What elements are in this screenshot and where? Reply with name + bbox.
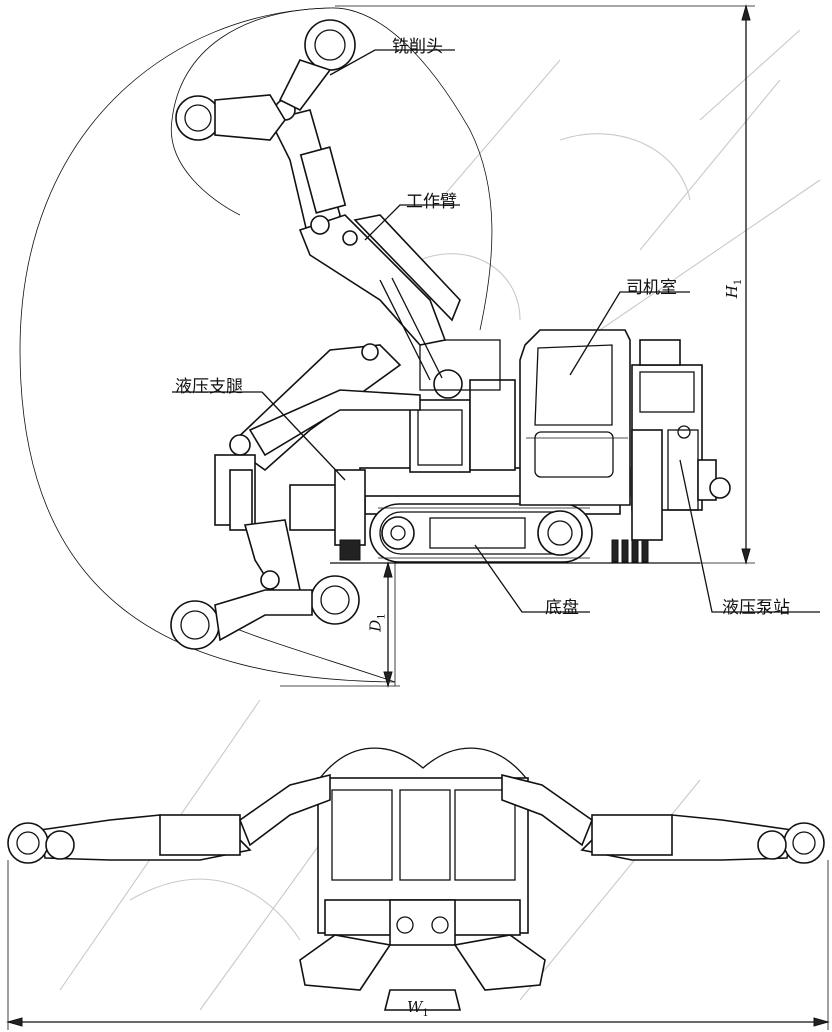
chassis-track (364, 491, 621, 563)
label-chassis: 底盘 (545, 598, 579, 618)
pump-station-drawing (611, 339, 731, 563)
front-view (6, 747, 830, 1030)
dimension-height-label: H1 (723, 279, 744, 298)
label-working-arm: 工作臂 (406, 192, 457, 212)
side-view (19, 4, 820, 688)
leader-lines (172, 49, 820, 613)
depth-dimension (280, 561, 400, 688)
label-cutting-head: 铣削头 (392, 37, 443, 57)
dimension-width-label: W1 (407, 998, 429, 1019)
dimension-width-sub: 1 (422, 1008, 429, 1019)
watermark (59, 29, 821, 1011)
cutting-head-upper (175, 19, 356, 141)
dimension-depth-symbol: D (366, 619, 385, 632)
dimension-depth-sub: 1 (376, 613, 388, 620)
dimension-depth-label: D1 (367, 613, 388, 631)
dimension-height-symbol: H (723, 285, 742, 299)
cab-drawing (519, 329, 631, 506)
working-envelope (19, 7, 493, 683)
working-arm-drawing (268, 99, 461, 381)
width-dimension (6, 860, 830, 1030)
label-hydraulic-pump-station: 液压泵站 (722, 598, 790, 618)
label-cab: 司机室 (626, 278, 677, 298)
height-dimension (335, 4, 755, 565)
dimension-width-symbol: W (407, 998, 423, 1016)
dimension-height-sub: 1 (733, 278, 745, 286)
label-hydraulic-outrigger: 液压支腿 (175, 377, 243, 397)
cutting-head-lower (170, 575, 360, 650)
